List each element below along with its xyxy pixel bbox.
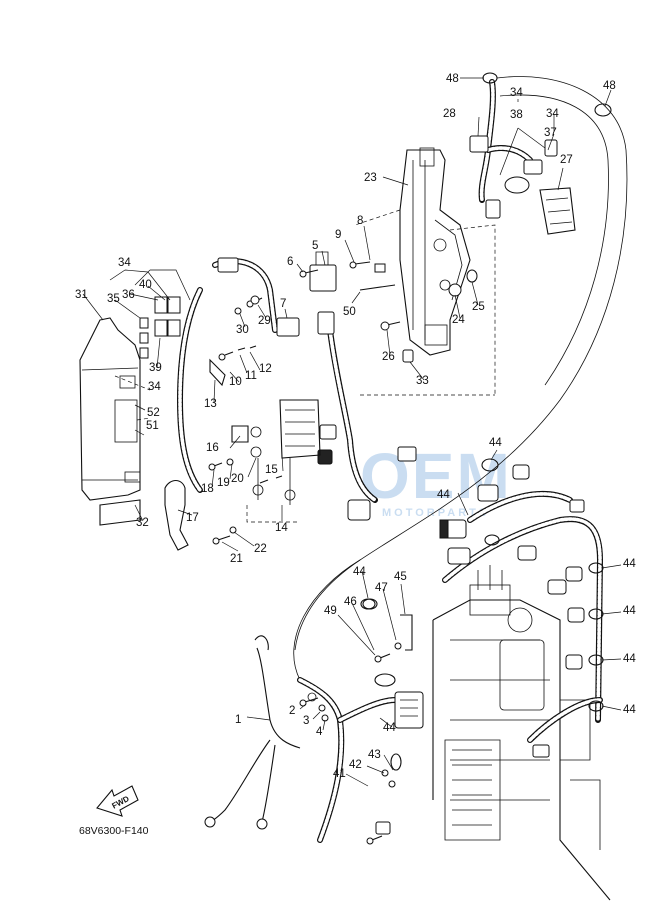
callout-15: 15	[265, 464, 278, 476]
callout-28: 28	[443, 108, 456, 120]
callout-1: 1	[235, 714, 241, 726]
callout-44-top: 44	[489, 437, 502, 449]
top-sensor-harness	[469, 72, 612, 235]
callout-44-lower: 44	[383, 722, 396, 734]
callout-34-fuse-group: 34	[118, 257, 131, 269]
callout-37: 37	[544, 127, 557, 139]
diagram-reference-code: 68V6300-F140	[79, 825, 149, 837]
callout-48-left: 48	[446, 73, 459, 85]
callout-leader-lines	[82, 77, 622, 787]
callout-50: 50	[343, 306, 356, 318]
callout-7: 7	[280, 298, 286, 310]
callout-13: 13	[204, 398, 217, 410]
callout-32: 32	[136, 517, 149, 529]
electrical-cover	[79, 317, 151, 526]
callout-22: 22	[254, 543, 267, 555]
callout-17: 17	[186, 512, 199, 524]
harness-connectors	[439, 464, 585, 758]
callout-23: 23	[364, 172, 377, 184]
callout-31: 31	[75, 289, 88, 301]
callout-10: 10	[229, 376, 242, 388]
battery-lead-harness	[204, 635, 424, 843]
callout-34-top-left: 34	[510, 87, 523, 99]
callout-6: 6	[287, 256, 293, 268]
callout-44-right-4: 44	[623, 704, 636, 716]
callout-52: 52	[147, 407, 160, 419]
callout-42: 42	[349, 759, 362, 771]
fasteners	[208, 261, 478, 845]
callout-16: 16	[206, 442, 219, 454]
callout-35: 35	[107, 293, 120, 305]
callout-29: 29	[258, 315, 271, 327]
callout-44-upper-left: 44	[437, 489, 450, 501]
callout-19: 19	[217, 477, 230, 489]
callout-44-right-3: 44	[623, 653, 636, 665]
callout-46: 46	[344, 596, 357, 608]
callout-33: 33	[416, 375, 429, 387]
callout-9: 9	[335, 229, 341, 241]
callout-12: 12	[259, 363, 272, 375]
callout-8: 8	[357, 215, 363, 227]
fuse-holders	[134, 269, 191, 359]
callout-4: 4	[316, 726, 323, 738]
spark-plug-cap	[164, 358, 226, 551]
callout-labels: 1 2 3 4 5 6 7 8 9 10 11 12 13 14 15 16 1…	[75, 73, 636, 780]
callout-40: 40	[139, 279, 152, 291]
callout-2: 2	[289, 705, 295, 717]
callout-30: 30	[236, 324, 249, 336]
relay-module	[231, 251, 337, 523]
callout-45: 45	[394, 571, 407, 583]
callout-36: 36	[122, 289, 135, 301]
callout-5: 5	[312, 240, 318, 252]
callout-44-right-1: 44	[623, 558, 636, 570]
harness-loop-outline	[293, 76, 628, 681]
electrical-bracket	[354, 147, 496, 396]
callout-3: 3	[303, 715, 309, 727]
callout-27: 27	[560, 154, 573, 166]
fwd-label: FWD	[110, 794, 131, 811]
callout-34-lower: 34	[148, 381, 161, 393]
callout-43: 43	[368, 749, 381, 761]
watermark-tagline: MOTORPARTS	[382, 507, 489, 519]
callout-34-top-right: 34	[546, 108, 559, 120]
callout-26: 26	[382, 351, 395, 363]
callout-41: 41	[333, 768, 346, 780]
engine-wire-harness	[362, 458, 604, 758]
callout-11: 11	[245, 370, 257, 382]
callout-48-right: 48	[603, 80, 616, 92]
callout-18: 18	[201, 483, 214, 495]
callout-14: 14	[275, 522, 288, 534]
callout-47: 47	[375, 582, 388, 594]
callout-44-right-2: 44	[623, 605, 636, 617]
callout-24: 24	[452, 314, 465, 326]
fwd-direction-arrow: FWD	[96, 785, 139, 817]
callout-39: 39	[149, 362, 162, 374]
engine-block-outline	[432, 565, 611, 901]
callout-38: 38	[510, 109, 523, 121]
callout-44-mid: 44	[353, 566, 366, 578]
callout-25: 25	[472, 301, 485, 313]
center-harness	[176, 257, 417, 521]
callout-21: 21	[230, 553, 243, 565]
callout-20: 20	[231, 473, 244, 485]
callout-51: 51	[146, 420, 159, 432]
callout-49: 49	[324, 605, 337, 617]
